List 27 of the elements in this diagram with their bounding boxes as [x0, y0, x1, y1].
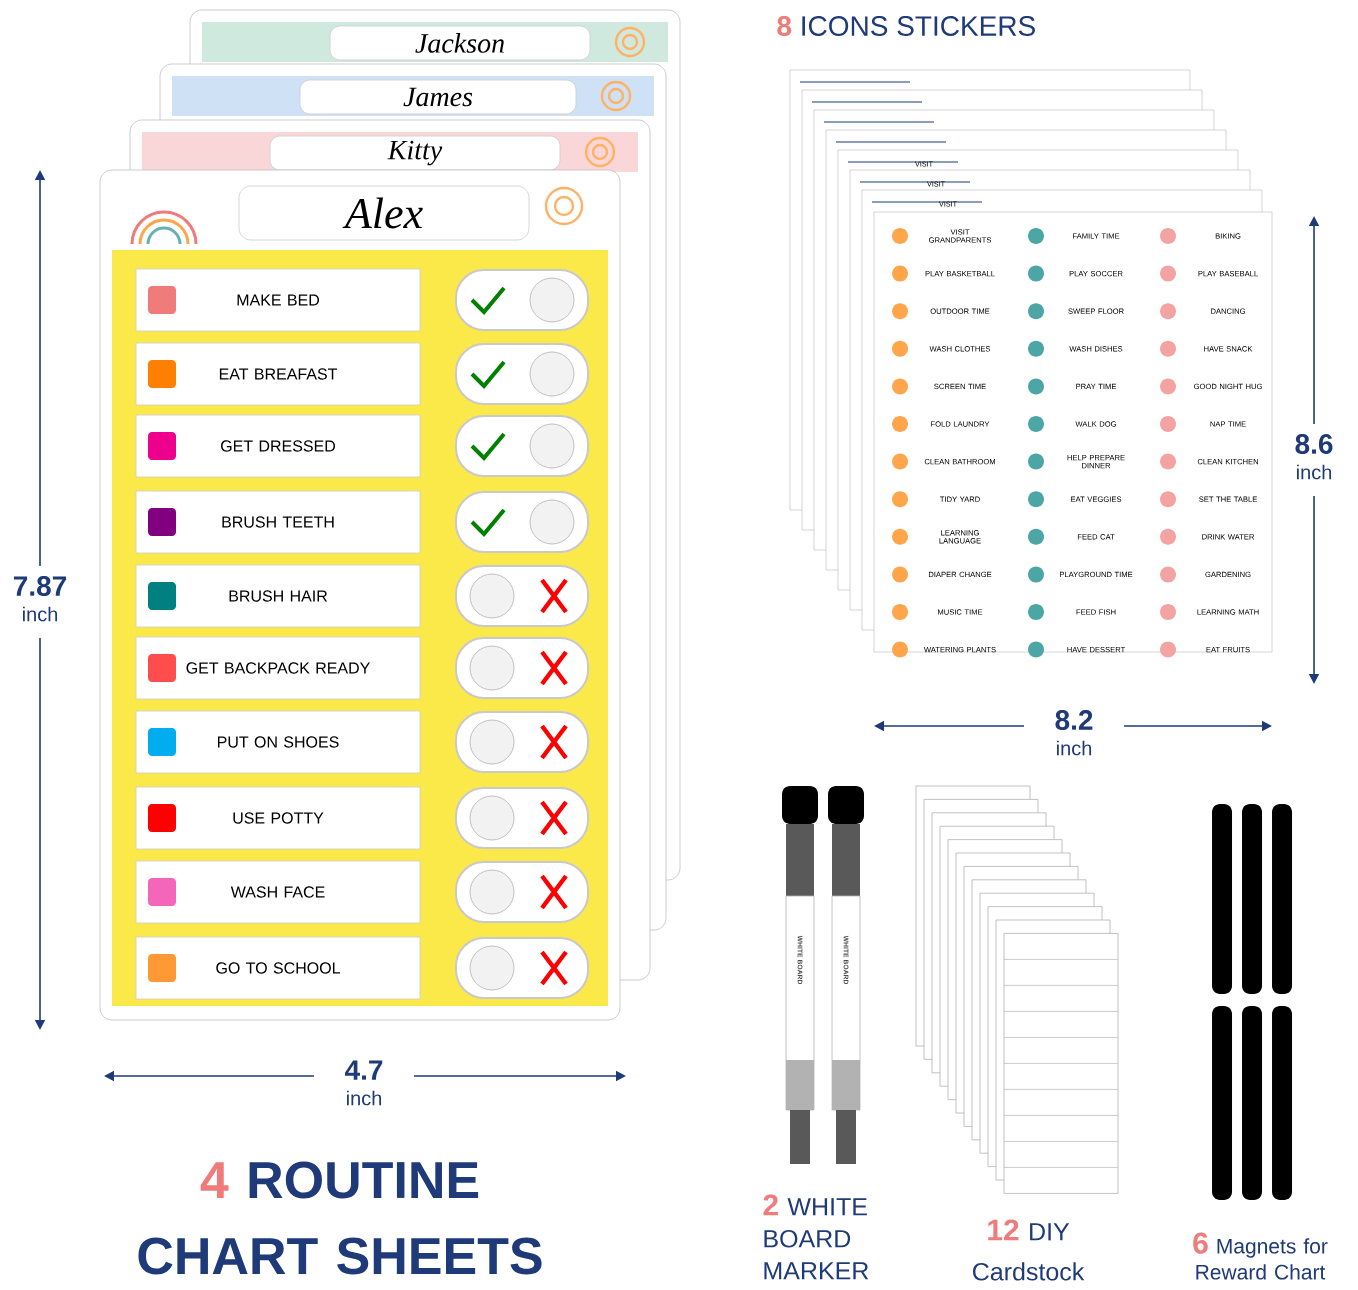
dimension-value: 7.87 — [13, 576, 66, 596]
task-row: BRUSH TEETH — [135, 490, 421, 554]
dimension-unit: inch — [1057, 740, 1092, 756]
dimension-unit: inch — [1297, 464, 1332, 480]
item-caption: 2 WHITE BOARD MARKER — [763, 1194, 869, 1280]
task-row: USE POTTY — [135, 786, 421, 850]
task-row: EAT BREAFAST — [135, 342, 421, 406]
name-field: Jackson — [329, 25, 591, 61]
dimension-value: 8.6 — [1295, 434, 1333, 454]
item-caption: 6 Magnets for Reward Chart — [1193, 1232, 1328, 1280]
task-row: WASH FACE — [135, 860, 421, 924]
task-row: PUT ON SHOES — [135, 710, 421, 774]
section-heading: 8 ICONS STICKERS — [777, 16, 1035, 36]
task-row: GET BACKPACK READY — [135, 636, 421, 700]
task-row: BRUSH HAIR — [135, 564, 421, 628]
task-row: GET DRESSED — [135, 414, 421, 478]
dimension-value: 4.7 — [345, 1060, 383, 1080]
task-row: GO TO SCHOOL — [135, 936, 421, 1000]
section-heading: 4 ROUTINE CHART SHEETS — [138, 1161, 542, 1275]
item-caption: 12 DIY Cardstock — [973, 1219, 1085, 1281]
name-field: Alex — [238, 185, 530, 241]
dimension-unit: inch — [347, 1090, 382, 1106]
dimension-unit: inch — [23, 606, 58, 622]
name-field: Kitty — [269, 135, 561, 171]
task-row: MAKE BED — [135, 268, 421, 332]
dimension-value: 8.2 — [1055, 710, 1093, 730]
name-field: James — [299, 79, 577, 115]
